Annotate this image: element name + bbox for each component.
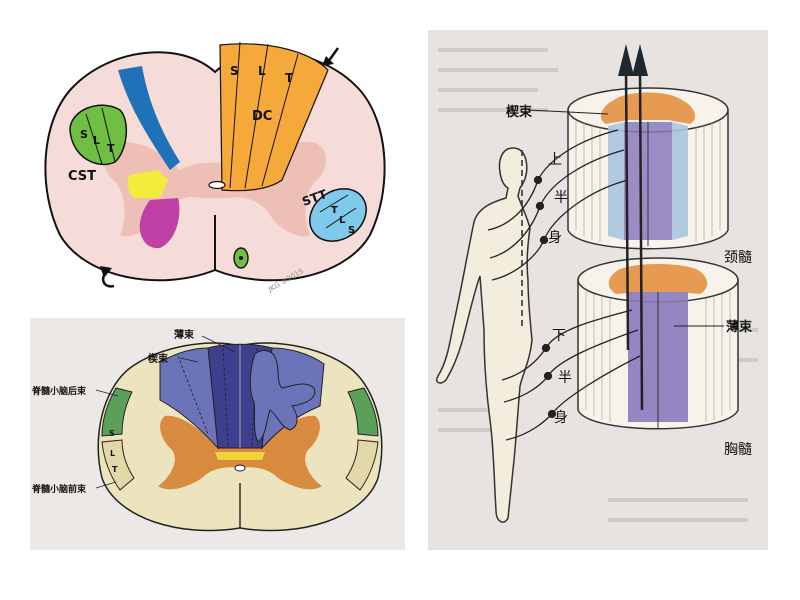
- cst-s-label: S: [80, 128, 88, 141]
- label-cervical: 颈髓: [724, 250, 752, 266]
- dc-divider-2: [244, 43, 269, 189]
- label-thoracic: 胸髓: [724, 442, 752, 458]
- top-left-cord-diagram: S L T CST T L S STT S L T DC JKG ©2015: [30, 30, 400, 300]
- leader-bo: [201, 335, 236, 353]
- central-canal-b: [234, 464, 246, 472]
- gracile-divider-1: [222, 347, 229, 447]
- textbook-section-svg: S L T 薄束 楔束 脊髓小脑后束 脊髓小脑前束: [31, 328, 383, 532]
- post-spinocerebellar-left: [101, 387, 133, 437]
- ant-spinocerebellar-left: [101, 439, 135, 491]
- leader-ant-sc: [95, 481, 117, 489]
- label-lower-1: 下: [552, 328, 566, 344]
- cuneate-divider: [177, 355, 209, 435]
- cst-tract: S L T: [69, 104, 127, 166]
- dc-t-label: T: [285, 71, 294, 85]
- ascending-arrows: [618, 44, 648, 411]
- curved-arrowhead-icon: [100, 266, 112, 278]
- human-figure: [435, 147, 533, 523]
- stt-t-label: T: [331, 205, 338, 216]
- bottom-left-cord-diagram: S L T 薄束 楔束 脊髓小脑后束 脊髓小脑前束: [30, 318, 405, 550]
- cst-l-label: L: [93, 134, 100, 147]
- leader-xie: [179, 357, 199, 363]
- label-upper-1: 上: [548, 152, 562, 168]
- cervical-cylinder: [567, 87, 729, 250]
- label-post-spinocerebellar: 脊髓小脑后束: [31, 385, 87, 397]
- homunculus-figure: [249, 350, 316, 443]
- dc-divider-3: [261, 53, 299, 187]
- pathway-svg: 楔束 上 半 身 下 半 身 颈髓 胸髓 薄束: [435, 44, 758, 523]
- arrow-up-2-icon: [632, 44, 648, 76]
- ant-spinocerebellar-right: [345, 439, 379, 491]
- label-bo-shu: 薄束: [174, 328, 195, 341]
- dc-l-label: L: [258, 64, 266, 78]
- arrow-up-1-icon: [618, 44, 634, 76]
- stt-l-label: L: [339, 215, 346, 226]
- sc-l-label: L: [110, 449, 115, 458]
- cst-t-label: T: [107, 142, 115, 155]
- thoracic-hatching: [585, 292, 731, 422]
- post-spinocerebellar-right: [347, 387, 379, 437]
- label-upper-2: 半: [554, 190, 568, 206]
- yellow-region: [127, 170, 168, 198]
- sc-t-label: T: [112, 465, 118, 474]
- cervical-hatching: [575, 120, 721, 242]
- label-bo-shu-right: 薄束: [726, 319, 753, 335]
- stt-tract: T L S: [309, 188, 367, 242]
- dc-divider-1: [229, 41, 241, 189]
- right-pathway-diagram: 楔束 上 半 身 下 半 身 颈髓 胸髓 薄束: [428, 30, 768, 550]
- label-lower-3: 身: [554, 410, 568, 426]
- dc-label: DC: [252, 109, 272, 124]
- label-ant-spinocerebellar: 脊髓小脑前束: [31, 483, 87, 495]
- stt-s-label: S: [348, 225, 355, 236]
- label-xie-shu: 楔束: [148, 352, 169, 365]
- sc-s-label: S: [109, 429, 115, 438]
- magenta-region: [139, 198, 180, 249]
- thoracic-cylinder: [577, 257, 739, 430]
- cord-section-svg: S L T CST T L S STT S L T DC JKG ©2015: [44, 41, 386, 294]
- commissure: [215, 452, 265, 460]
- dorsal-column: [219, 43, 329, 192]
- lower-nerve-fibers: [501, 309, 641, 441]
- blue-band: [118, 66, 180, 170]
- dorsal-arrowhead-icon: [322, 56, 334, 66]
- cst-label: CST: [68, 169, 96, 184]
- label-upper-3: 身: [548, 230, 562, 246]
- ventral-green-dot: [233, 247, 249, 269]
- label-lower-2: 半: [558, 370, 572, 386]
- leader-post-sc: [95, 389, 119, 397]
- leader-xie-right: [527, 109, 609, 115]
- dc-s-label: S: [230, 64, 239, 78]
- upper-nerve-fibers: [487, 129, 629, 281]
- label-xie-shu-right: 楔束: [506, 104, 533, 120]
- central-canal: [208, 180, 226, 190]
